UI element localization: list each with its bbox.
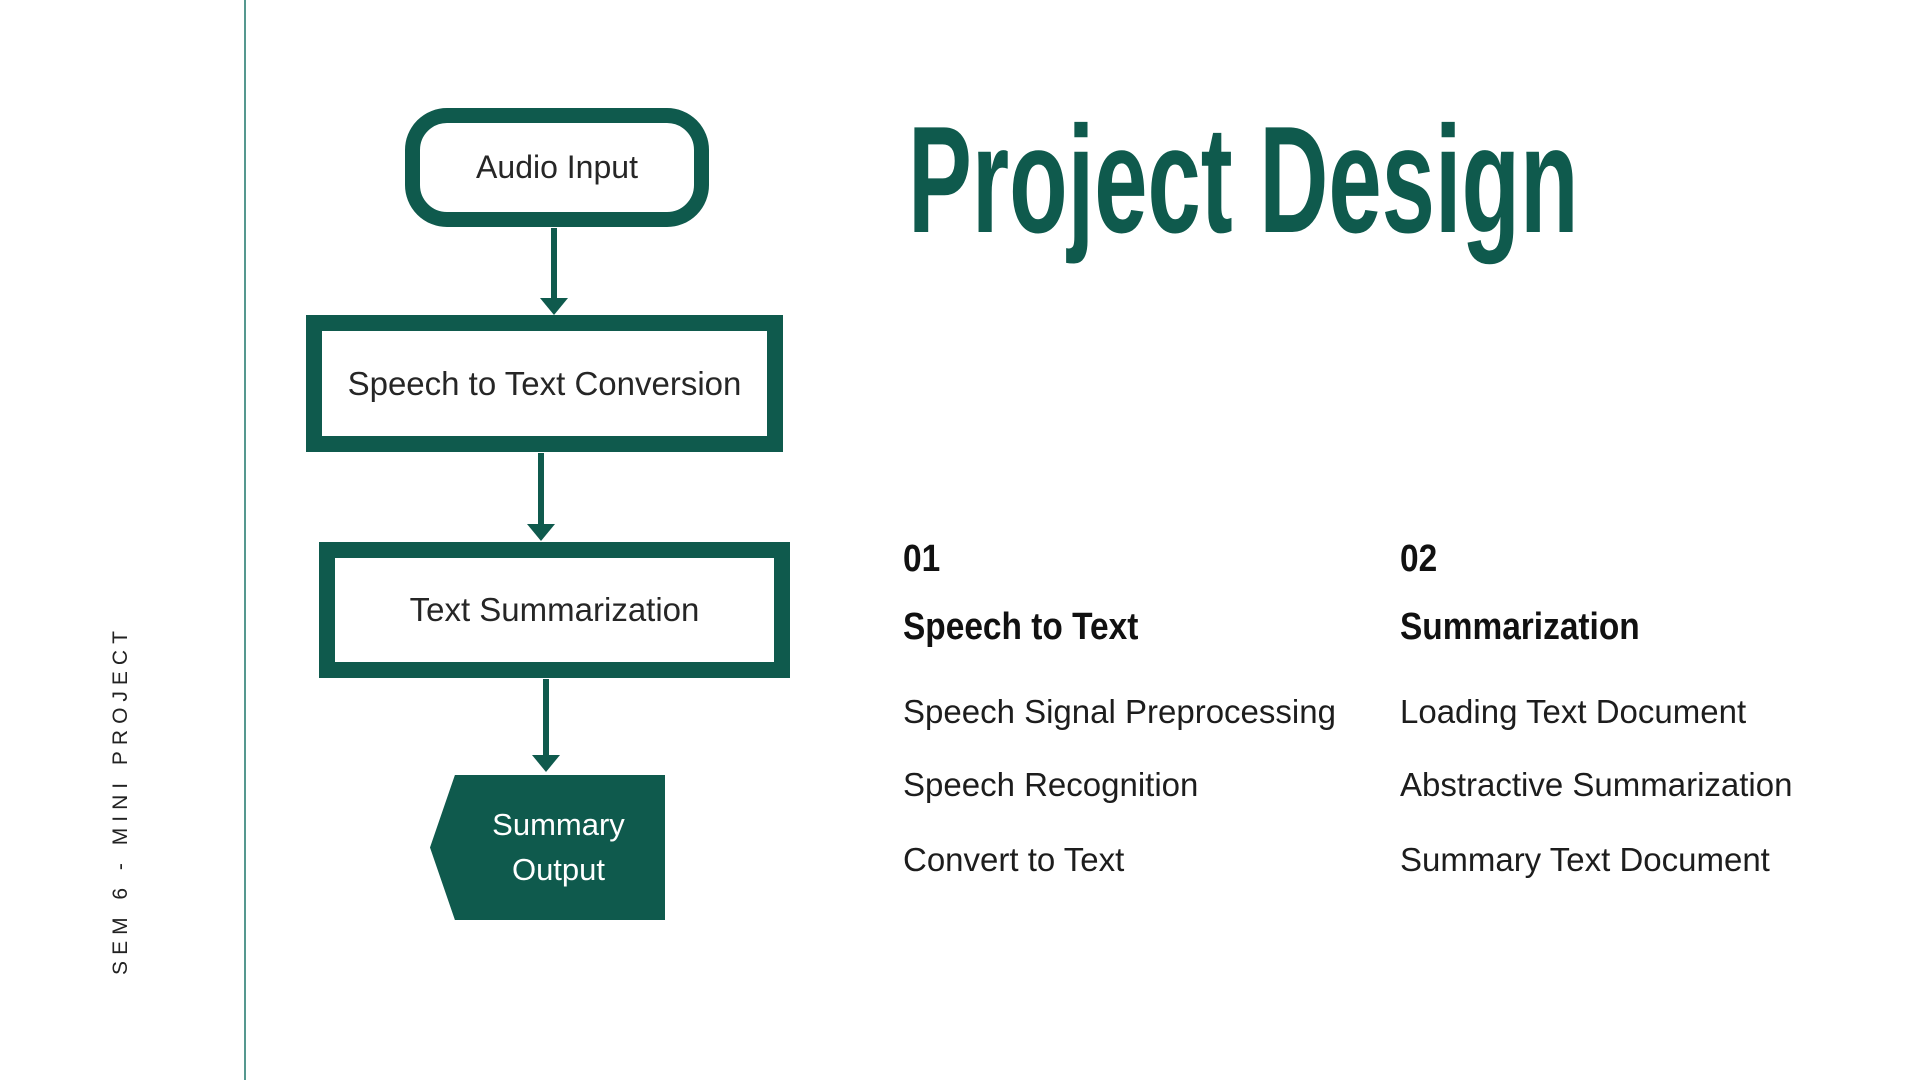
column-item: Speech Recognition xyxy=(903,766,1199,803)
column-number: 01 xyxy=(903,538,941,580)
flowchart-node-label: Audio Input xyxy=(476,149,638,185)
column-item: Loading Text Document xyxy=(1400,693,1747,730)
vertical-divider xyxy=(244,0,246,1080)
arrow-down-icon xyxy=(540,228,568,315)
flowchart-node-label: Summary Output xyxy=(470,803,625,891)
flowchart-node-label: Speech to Text Conversion xyxy=(347,364,742,402)
flowchart-node-label: Text Summarization xyxy=(409,591,700,628)
arrow-down-icon xyxy=(527,453,555,541)
column-item: Speech Signal Preprocessing xyxy=(903,693,1336,730)
column-item: Summary Text Document xyxy=(1400,841,1770,878)
flowchart-node-speech-to-text-conversion: Speech to Text Conversion xyxy=(306,315,783,452)
column-speech-to-text: 01 Speech to Text Speech Signal Preproce… xyxy=(903,540,1423,920)
column-heading: Speech to Text xyxy=(903,606,1139,648)
column-item: Convert to Text xyxy=(903,841,1125,878)
flowchart-node-text-summarization: Text Summarization xyxy=(319,542,790,678)
flowchart-node-summary-output: Summary Output xyxy=(430,775,665,920)
flowchart-node-audio-input: Audio Input xyxy=(405,108,709,227)
column-summarization: 02 Summarization Loading Text Document A… xyxy=(1400,540,1920,920)
summary-output-line2: Output xyxy=(511,851,606,887)
arrow-down-icon xyxy=(532,679,560,772)
column-heading: Summarization xyxy=(1400,606,1640,648)
page-title: Project Design xyxy=(908,95,1579,265)
column-number: 02 xyxy=(1400,538,1438,580)
summary-output-line1: Summary xyxy=(492,807,625,843)
sidebar-vertical-label: SEM 6 - MINI PROJECT xyxy=(109,625,132,975)
column-item: Abstractive Summarization xyxy=(1400,766,1793,803)
